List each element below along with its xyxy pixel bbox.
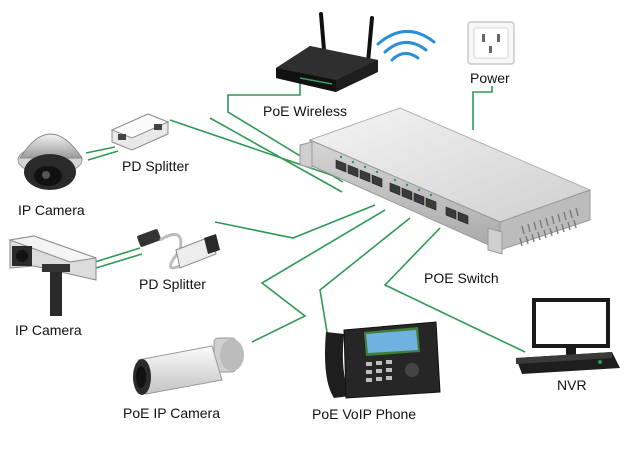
cables bbox=[85, 82, 526, 353]
cable-dome-splitter1 bbox=[85, 146, 116, 154]
power-outlet bbox=[467, 21, 515, 65]
cable-box-splitter2 bbox=[94, 247, 141, 263]
dome-camera bbox=[17, 133, 83, 190]
label-power: Power bbox=[470, 70, 510, 86]
poe-switch bbox=[299, 107, 592, 255]
cable-box-splitter2-b bbox=[95, 253, 143, 269]
cable-phone-switch bbox=[319, 217, 411, 339]
labels: PoE Wireless Power PD Splitter IP Camera… bbox=[15, 70, 587, 422]
label-nvr: NVR bbox=[557, 377, 587, 393]
cable-nvr-switch bbox=[383, 227, 526, 353]
label-pd-splitter-1: PD Splitter bbox=[122, 158, 189, 174]
cable-power-switch bbox=[472, 86, 493, 130]
label-poe-ip-camera: PoE IP Camera bbox=[123, 405, 220, 421]
pd-splitter-2 bbox=[137, 229, 220, 270]
switch-leds bbox=[339, 155, 433, 197]
box-camera bbox=[8, 235, 97, 316]
label-poe-switch: POE Switch bbox=[424, 270, 499, 286]
cable-router-switch-2 bbox=[209, 117, 343, 193]
pd-splitter-1 bbox=[110, 113, 170, 151]
cable-dome-splitter1-b bbox=[87, 150, 119, 161]
bullet-camera bbox=[133, 337, 244, 395]
nvr bbox=[516, 298, 620, 374]
cable-bullet-switch bbox=[251, 209, 386, 343]
poe-wireless-router bbox=[276, 12, 378, 92]
cable-splitter2-switch bbox=[214, 204, 376, 239]
label-poe-wireless: PoE Wireless bbox=[263, 103, 347, 119]
label-poe-voip-phone: PoE VoIP Phone bbox=[312, 406, 416, 422]
label-ip-camera-2: IP Camera bbox=[15, 322, 82, 338]
switch-vents bbox=[519, 207, 579, 247]
wifi-signal-icon bbox=[376, 30, 436, 62]
label-ip-camera-1: IP Camera bbox=[18, 202, 85, 218]
cable-router-switch bbox=[227, 82, 344, 183]
voip-phone bbox=[325, 321, 441, 399]
switch-ports bbox=[335, 159, 469, 225]
label-pd-splitter-2: PD Splitter bbox=[139, 276, 206, 292]
